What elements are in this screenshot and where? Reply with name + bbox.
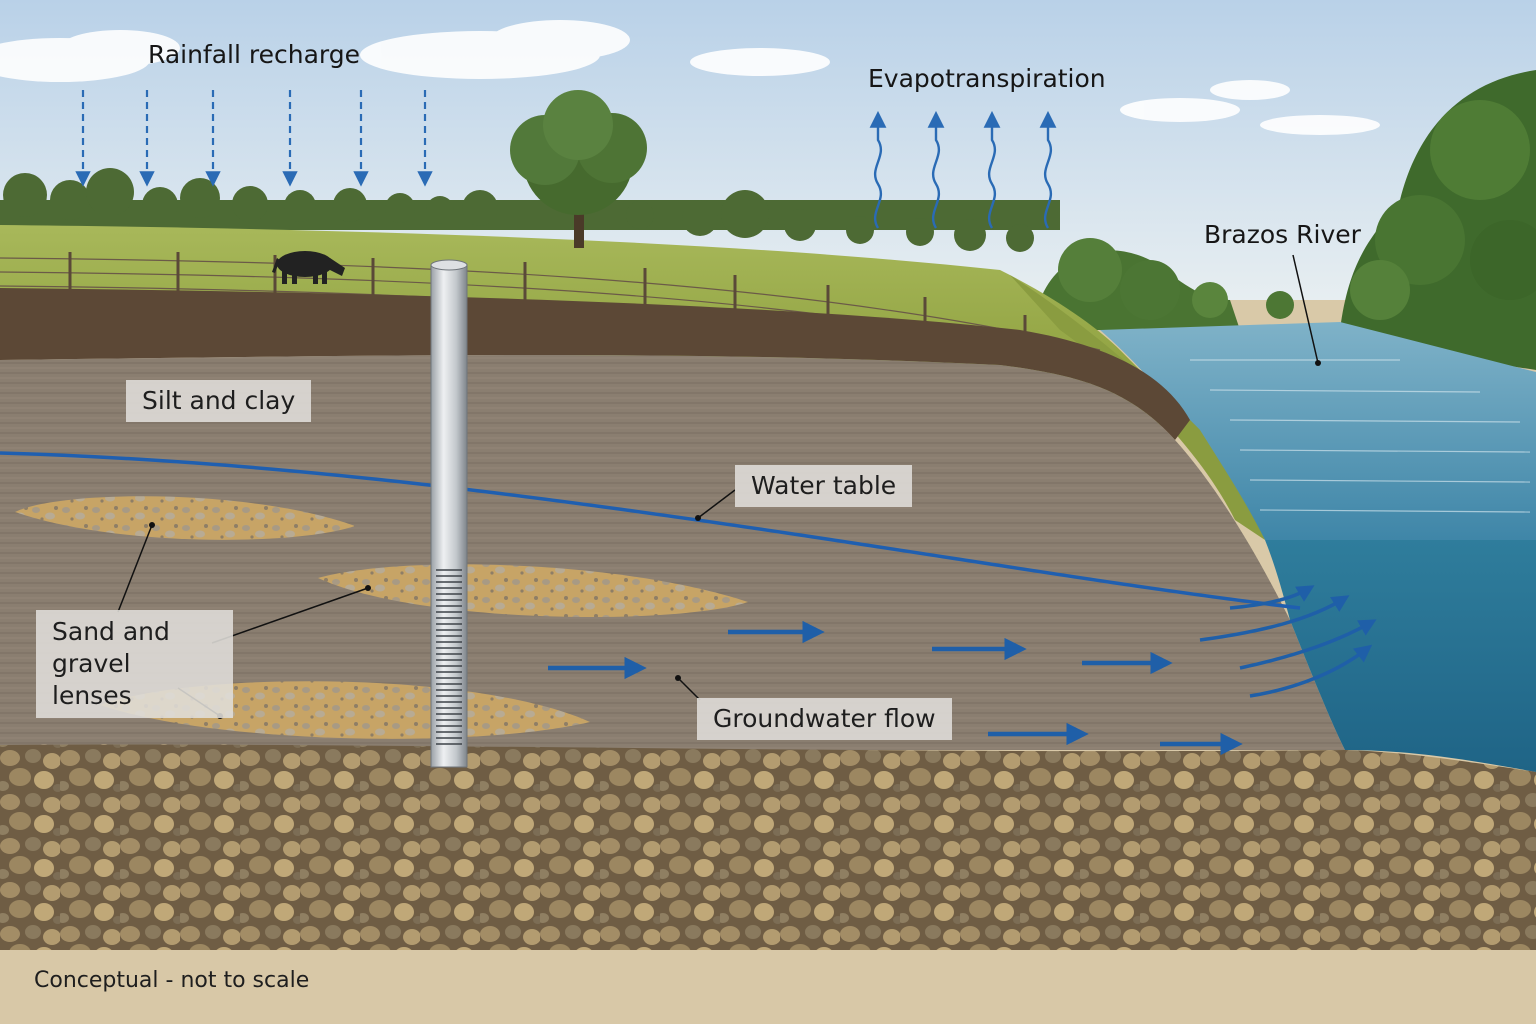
sand-gravel-label: Sand and gravel lenses (36, 610, 233, 718)
sand-leader-2 (211, 585, 371, 644)
water-table-leader (695, 489, 736, 521)
ground-base (0, 950, 1536, 1024)
groundwater-flow-label: Groundwater flow (697, 698, 952, 740)
discharge-arrows (1199, 585, 1377, 698)
well-screen (436, 569, 462, 745)
oak-tree-icon (510, 90, 647, 248)
groundwater-flow-arrows (548, 620, 1243, 756)
silt-clay-label: Silt and clay (126, 380, 312, 422)
scale-note: Conceptual - not to scale (34, 968, 310, 993)
water-table-line (0, 451, 1301, 610)
leader-lines (117, 254, 1321, 719)
river-label: Brazos River (1204, 220, 1361, 249)
wavy-up-arrow-icon (983, 110, 1001, 229)
cow-icon (272, 251, 345, 284)
gravel-layer (0, 744, 1536, 960)
topsoil-layer (0, 288, 1190, 440)
river-ripples (1190, 359, 1531, 513)
distant-treeline (0, 168, 1060, 252)
groundwater-leader (675, 675, 701, 701)
river-leader (1292, 254, 1321, 366)
water-table-label: Water table (735, 465, 913, 507)
recharge-arrows (75, 90, 433, 187)
sand-lens-middle (318, 564, 748, 618)
riverbank-trees (1040, 70, 1536, 370)
rainfall-recharge-label: Rainfall recharge (148, 40, 360, 69)
river-surface (1100, 322, 1536, 540)
sand-leader-1 (117, 522, 155, 613)
grass-bank-slope (1010, 275, 1265, 540)
clouds (0, 20, 1380, 135)
evapotranspiration-label: Evapotranspiration (868, 64, 1106, 93)
monitoring-well-icon (430, 259, 468, 768)
wavy-up-arrow-icon (1039, 110, 1057, 229)
evapotranspiration-arrows (869, 110, 1057, 229)
wavy-up-arrow-icon (927, 110, 945, 229)
sand-lens-upper (15, 496, 355, 540)
wavy-up-arrow-icon (869, 110, 887, 229)
